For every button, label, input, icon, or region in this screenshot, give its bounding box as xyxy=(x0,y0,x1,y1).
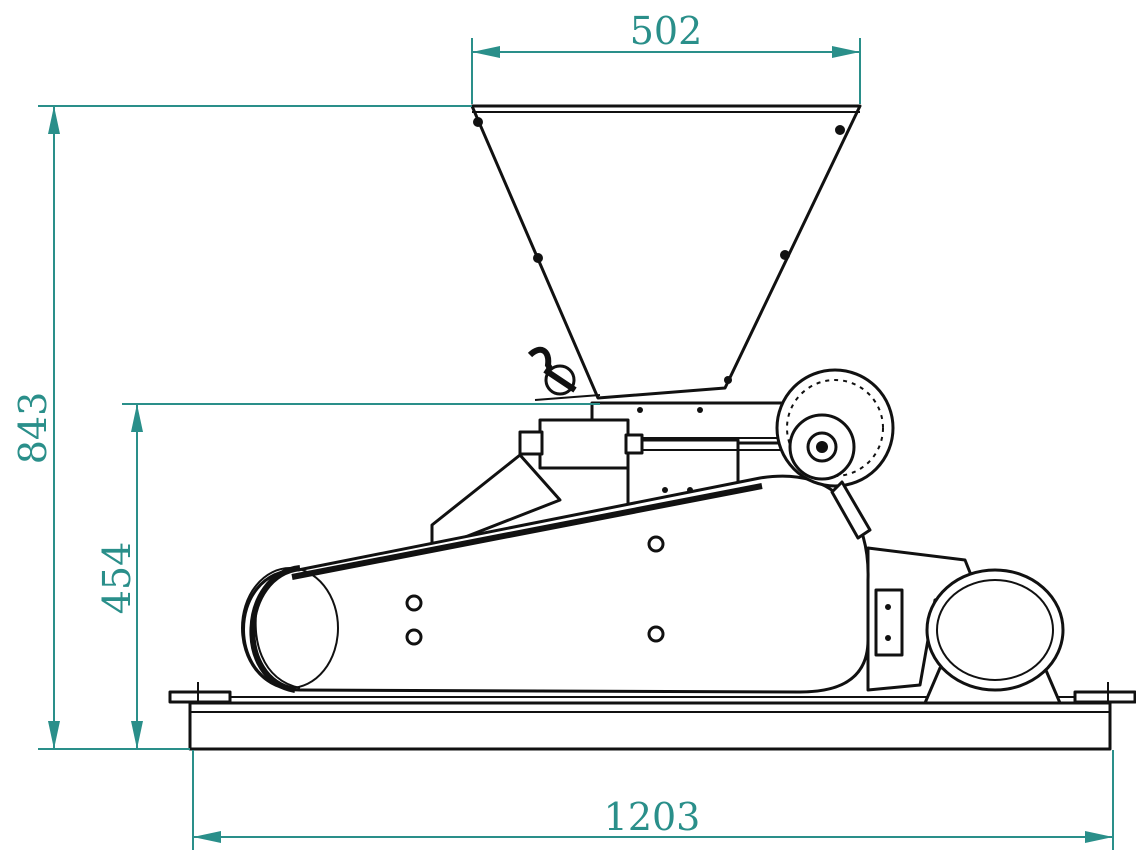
gear-wheel xyxy=(775,368,895,540)
adjust-lever xyxy=(527,346,601,401)
hopper xyxy=(470,104,862,400)
base-frame xyxy=(168,682,1136,751)
roller-mill-machine xyxy=(168,104,1136,751)
pulley-left xyxy=(241,565,339,693)
dimension-label-454: 454 xyxy=(95,542,139,615)
dimension-label-1203: 1203 xyxy=(604,795,701,839)
dimension-total-height: 843 xyxy=(11,105,472,750)
dimension-base-length: 1203 xyxy=(192,750,1114,850)
dimension-hopper-width: 502 xyxy=(471,9,861,104)
dimension-label-843: 843 xyxy=(11,392,55,465)
adjuster-cylinder xyxy=(518,418,805,470)
dimension-label-502: 502 xyxy=(630,9,703,53)
electric-motor xyxy=(925,568,1065,692)
dimension-inlet-height: 454 xyxy=(95,403,600,749)
belt-housing xyxy=(242,474,870,694)
